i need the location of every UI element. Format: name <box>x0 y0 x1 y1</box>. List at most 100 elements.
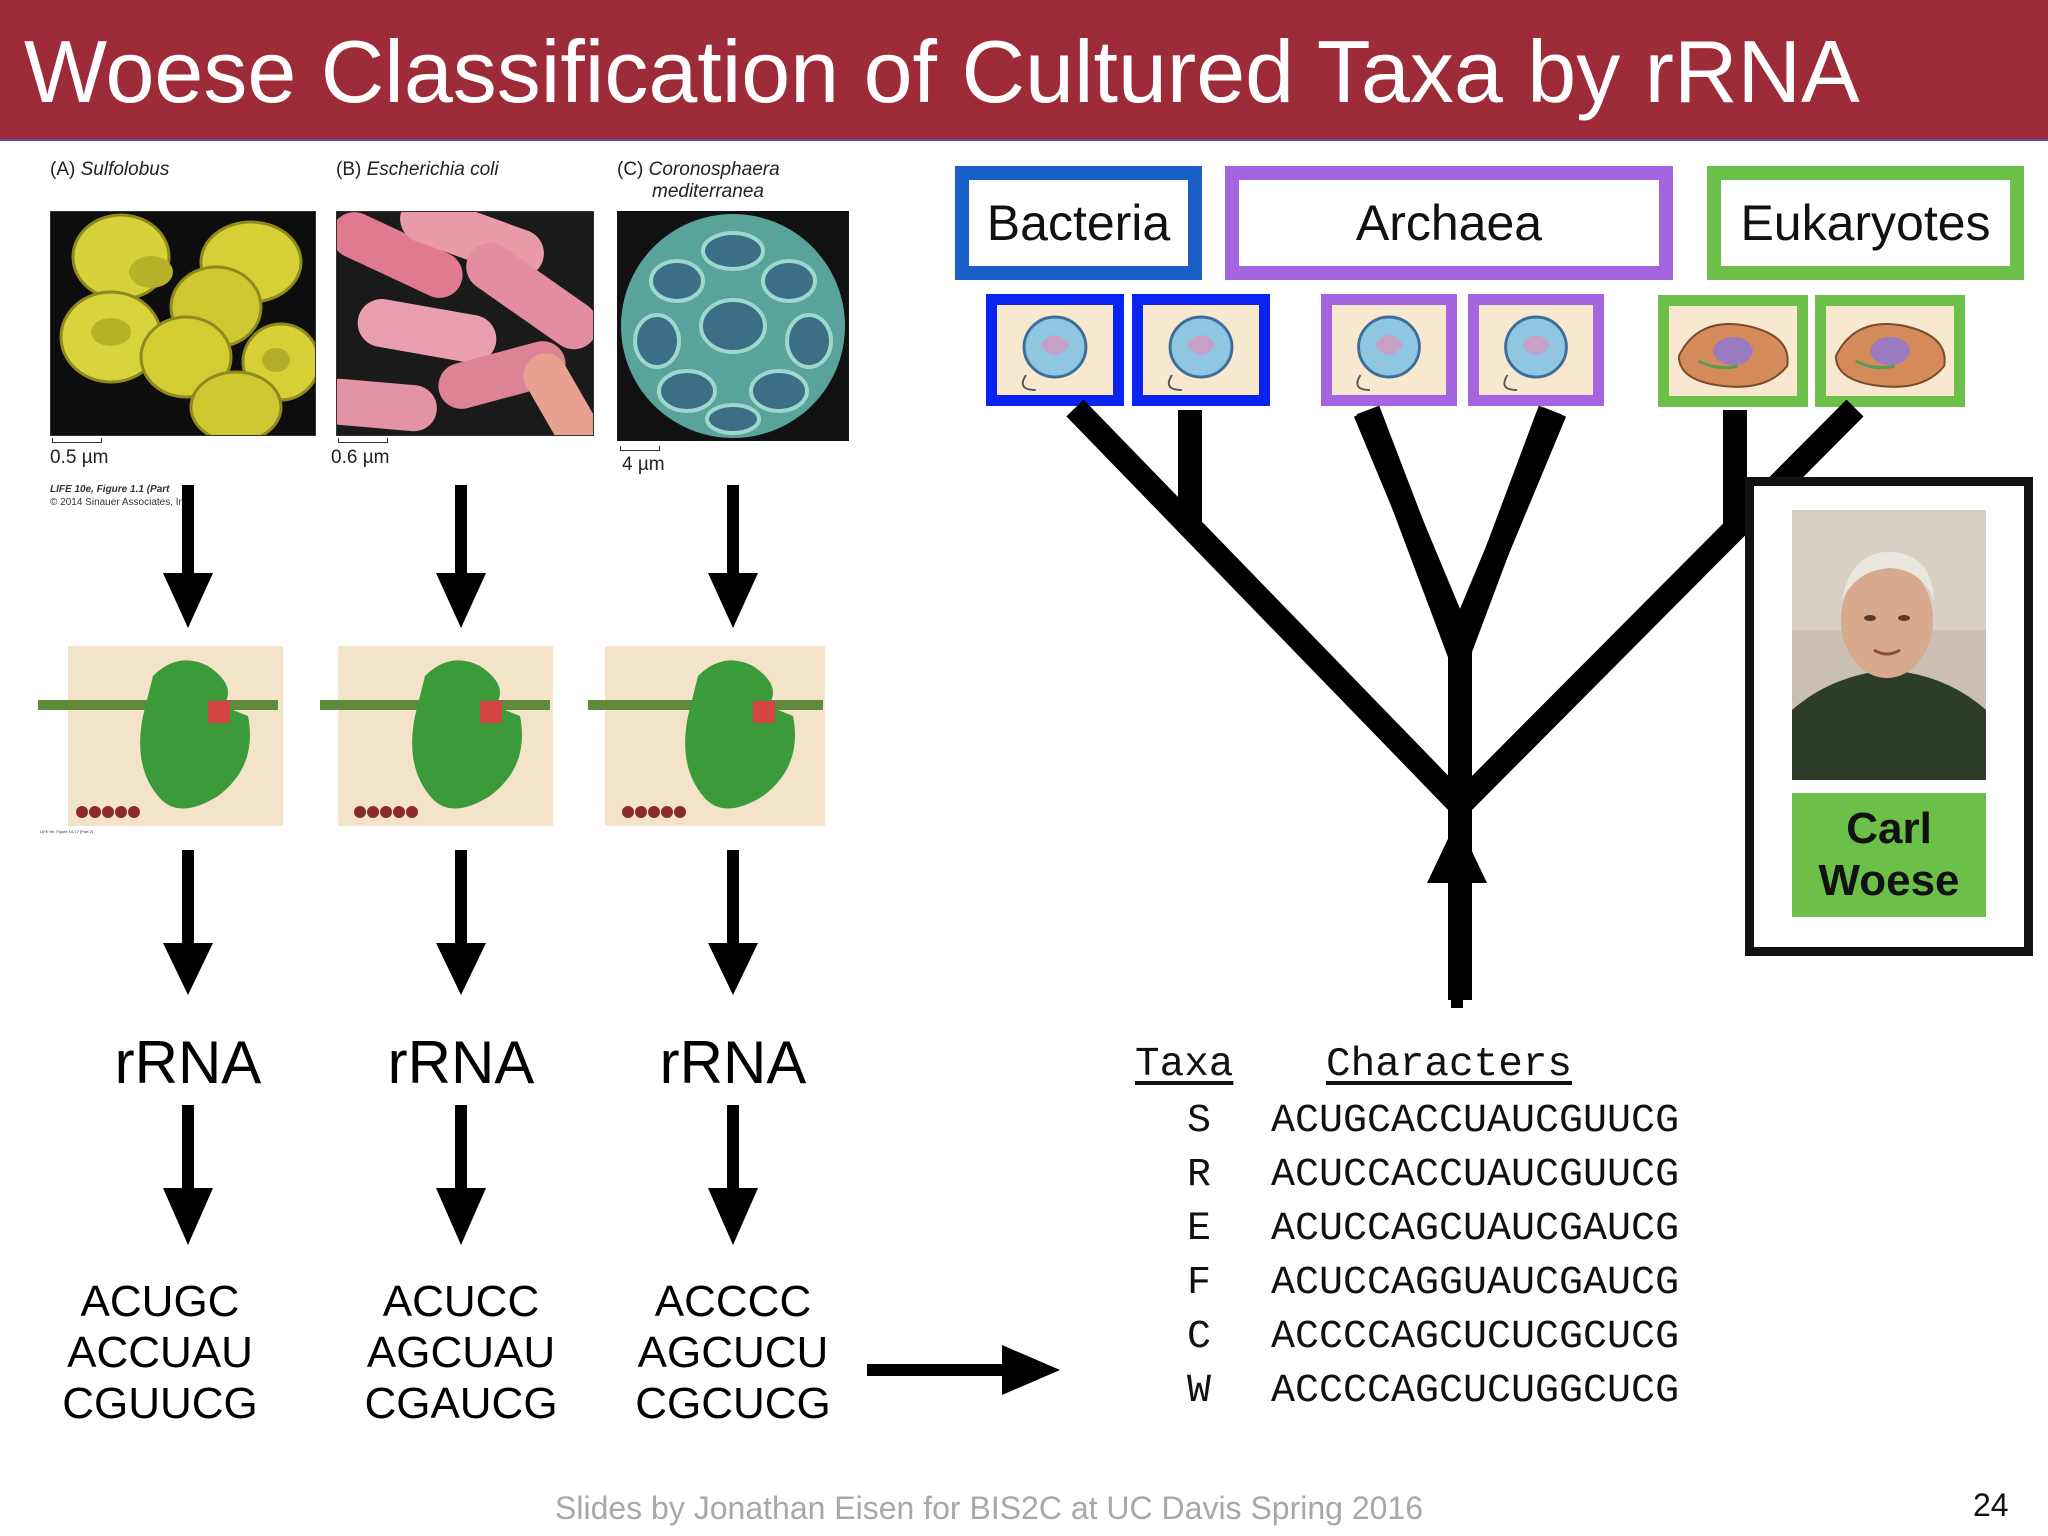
figure-credit-line2: © 2014 Sinauer Associates, Inc. <box>50 497 192 508</box>
arrow-down-icon <box>163 573 213 628</box>
ribosome-panel-c <box>588 646 833 836</box>
caption-c: (C) Coronosphaera mediterranea <box>617 159 780 203</box>
sequence-line: CGAUCG <box>364 1379 558 1428</box>
arrow-down-icon <box>708 1188 758 1245</box>
eukaryote-cell-icon <box>1669 306 1797 396</box>
sulfolobus-micrograph <box>50 211 316 436</box>
character-sequence: ACUCCAGCUAUCGAUCG <box>1271 1207 1680 1252</box>
scale-label-a: 0.5 µm <box>50 447 109 468</box>
caption-a: (A) Sulfolobus <box>50 159 169 181</box>
arrow-up-icon <box>1427 820 1487 1008</box>
flow-arrows <box>163 485 758 1245</box>
archaeon-cell-icon <box>1332 305 1446 395</box>
sequence-line: CGCUCG <box>635 1379 831 1428</box>
ribosome-translation-image <box>320 646 553 826</box>
sequence-line: ACCUAU <box>67 1328 253 1377</box>
arrow-down-icon <box>455 485 467 575</box>
domain-label-archaea: Archaea <box>1355 195 1543 251</box>
character-sequence: ACCCCAGCUCUCGCUCG <box>1271 1315 1680 1360</box>
portrait-photo-image <box>1792 510 1986 780</box>
woese-last-name: Woese <box>1818 856 1960 905</box>
arrow-down-icon <box>727 850 739 945</box>
coronosphaera-micrograph <box>617 211 849 441</box>
prokaryote-cell-box <box>1468 294 1604 406</box>
sequence-fragment-c: ACCCC AGCUCU CGCUCG <box>613 1276 853 1429</box>
arrow-down-icon <box>163 1188 213 1245</box>
taxon-label: R <box>1187 1153 1212 1198</box>
eukaryote-cell-box <box>1815 295 1965 407</box>
ribosome-panel-b <box>320 646 565 836</box>
tree-branch-eukaryotes <box>1451 400 1864 814</box>
woese-first-name: Carl <box>1846 804 1932 853</box>
arrow-down-icon <box>182 485 194 575</box>
arrow-right-icon <box>867 1345 1060 1395</box>
sequence-line: ACCCC <box>654 1277 812 1326</box>
coccolith-sphere-image <box>617 211 849 441</box>
slide-footer: Slides by Jonathan Eisen for BIS2C at UC… <box>555 1490 1424 1526</box>
caption-b-letter: (B) <box>336 159 362 180</box>
domain-box-eukaryotes: Eukaryotes <box>1707 166 2024 280</box>
prokaryote-cell-box <box>1132 294 1270 406</box>
domain-label-eukaryotes: Eukaryotes <box>1740 195 1991 251</box>
ecoli-micrograph <box>336 211 594 436</box>
sequence-fragment-b: ACUCC AGCUAU CGAUCG <box>341 1276 581 1429</box>
arrow-down-icon <box>182 1105 194 1190</box>
characters-header: Characters <box>1326 1042 1573 1088</box>
ribosome-panel-a: LIFE 9e, Figure 14.17 (Part 2) <box>38 646 283 836</box>
sequence-line: AGCUAU <box>366 1328 556 1377</box>
caption-b-name: Escherichia coli <box>366 159 499 180</box>
character-sequence: ACUGCACCUAUCGUUCG <box>1271 1099 1680 1144</box>
ecoli-cells-image <box>337 212 593 435</box>
taxon-label: W <box>1187 1369 1212 1414</box>
taxon-label: E <box>1187 1207 1212 1252</box>
tree-branch-bacteria <box>1066 400 1469 814</box>
prokaryote-cell-box <box>986 294 1124 406</box>
arrow-down-icon <box>436 573 486 628</box>
caption-c-letter: (C) <box>617 159 644 180</box>
figure-credit: LIFE 10e, Figure 1.1 (Part © 2014 Sinaue… <box>50 483 192 509</box>
woese-portrait-photo <box>1792 510 1986 780</box>
title-bar <box>0 0 2048 141</box>
taxon-label: C <box>1187 1315 1212 1360</box>
domain-label-bacteria: Bacteria <box>986 195 1171 251</box>
rrna-label-b: rRNA <box>387 1029 535 1096</box>
caption-c-name2: mediterranea <box>652 181 764 202</box>
woese-name-label: Carl Woese <box>1792 793 1986 917</box>
eukaryote-cell-icon <box>1826 306 1954 396</box>
caption-a-name: Sulfolobus <box>80 159 170 180</box>
caption-a-letter: (A) <box>50 159 76 180</box>
sequence-line: AGCUCU <box>637 1328 829 1377</box>
taxon-label: S <box>1187 1099 1212 1144</box>
archaeon-cell-icon <box>1479 305 1593 395</box>
figure-credit-line1: LIFE 10e, Figure 1.1 (Part <box>50 484 170 495</box>
sequence-line: ACUGC <box>80 1277 240 1326</box>
taxon-label: F <box>1187 1261 1212 1306</box>
caption-c-name: Coronosphaera <box>648 159 780 180</box>
slide-title: Woese Classification of Cultured Taxa by… <box>24 22 1860 121</box>
arrow-down-icon <box>436 943 486 995</box>
arrow-down-icon <box>455 850 467 945</box>
domain-box-archaea: Archaea <box>1225 166 1673 280</box>
rrna-label-c: rRNA <box>659 1029 807 1096</box>
page-number: 24 <box>1973 1487 2009 1523</box>
taxa-header: Taxa <box>1135 1042 1234 1088</box>
scale-label-b: 0.6 µm <box>331 447 390 468</box>
characters-column: ACUGCACCUAUCGUUCG ACUCCACCUAUCGUUCG ACUC… <box>1271 1095 1679 1419</box>
ribosome-translation-image: LIFE 9e, Figure 14.17 (Part 2) <box>38 646 283 834</box>
character-sequence: ACUCCACCUAUCGUUCG <box>1271 1153 1680 1198</box>
phylogenetic-tree <box>1066 400 1864 1000</box>
arrow-down-icon <box>163 943 213 995</box>
character-sequence: ACUCCAGGUAUCGAUCG <box>1271 1261 1680 1306</box>
prokaryote-cell-box <box>1321 294 1457 406</box>
sulfolobus-cells-image <box>51 212 315 435</box>
arrow-down-icon <box>727 485 739 575</box>
arrow-down-icon <box>455 1105 467 1190</box>
arrow-down-icon <box>708 943 758 995</box>
taxa-column: S R E F C W <box>1187 1095 1227 1419</box>
svg-text:LIFE 9e, Figure 14.17 (Part 2): LIFE 9e, Figure 14.17 (Part 2) <box>40 829 94 834</box>
caption-b: (B) Escherichia coli <box>336 159 499 181</box>
eukaryote-cell-box <box>1658 295 1808 407</box>
sequence-fragment-a: ACUGC ACCUAU CGUUCG <box>40 1276 280 1429</box>
tree-branch <box>1353 407 1472 645</box>
bacterium-cell-icon <box>997 305 1113 395</box>
